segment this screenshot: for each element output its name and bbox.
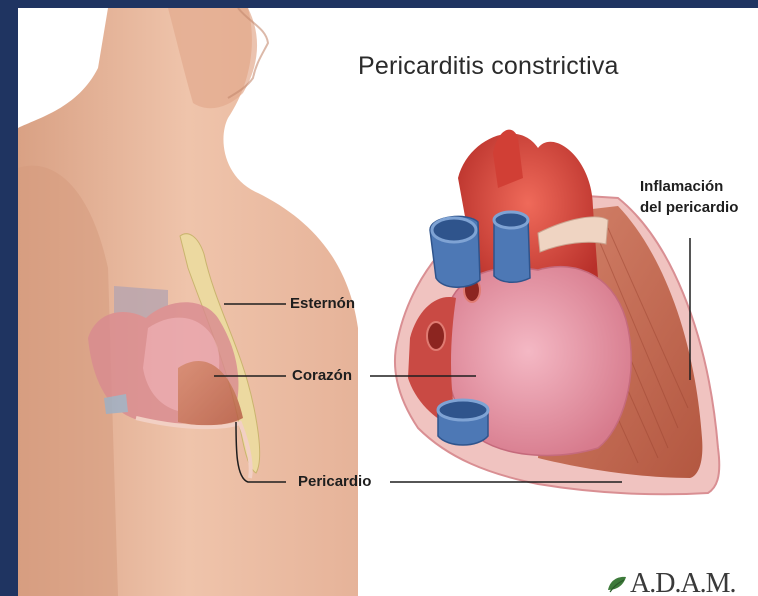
page-title: Pericarditis constrictiva [358,52,619,81]
anatomy-illustration [18,8,758,596]
illustration-panel: Pericarditis constrictiva Esternón Coraz… [18,8,758,596]
left-border [0,0,18,596]
label-inflammation-line2: del pericardio [640,197,738,218]
label-pericardium: Pericardio [298,473,371,490]
label-inflammation-line1: Inflamación [640,176,738,197]
label-heart: Corazón [292,367,352,384]
adam-logo: A.D.A.M. [630,568,736,596]
top-border [0,0,758,8]
adam-leaf-icon [606,574,628,594]
label-inflammation: Inflamación del pericardio [640,176,738,218]
label-sternum: Esternón [290,295,355,312]
